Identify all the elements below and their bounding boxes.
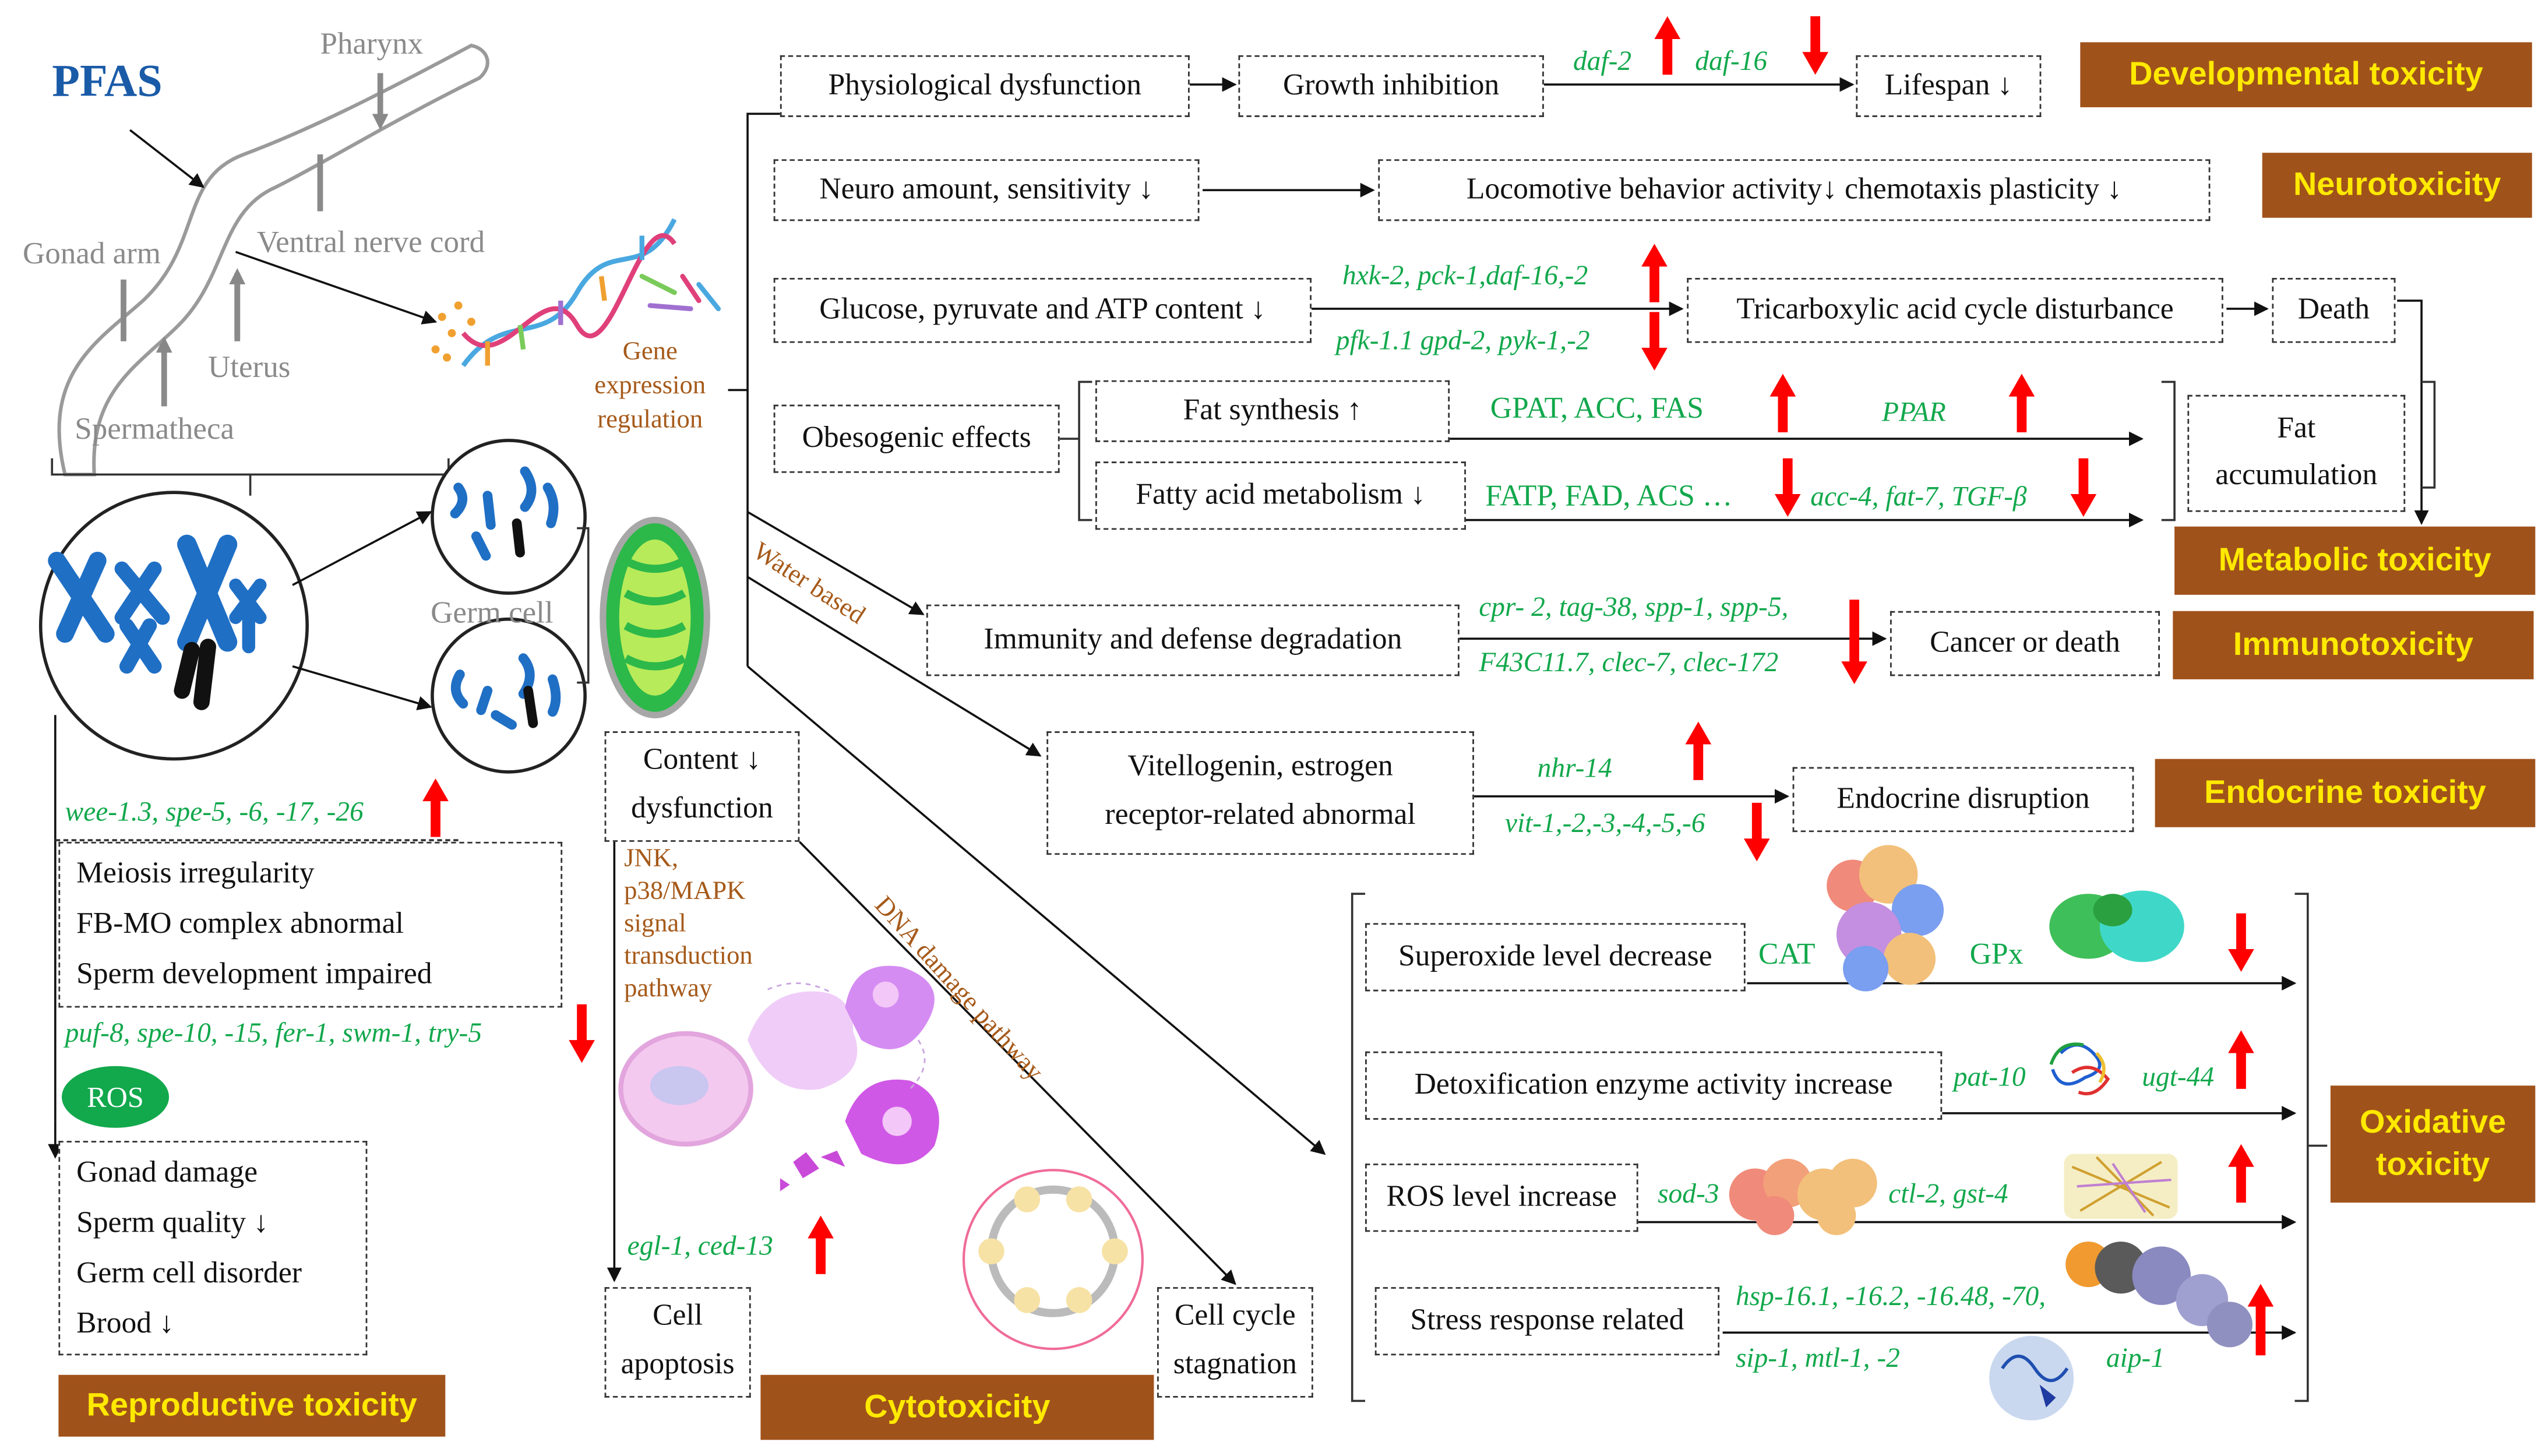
immunotoxicity-label: Immunotoxicity xyxy=(2173,611,2534,679)
glycolysis-genes-down: pfk-1.1 gpd-2, pyk-1,-2 xyxy=(1335,325,1590,356)
vit-genes: vit-1,-2,-3,-4,-5,-6 xyxy=(1504,808,1705,839)
pharynx-label: Pharynx xyxy=(320,27,424,62)
cat-protein xyxy=(1827,845,1944,992)
reproductive-outcomes-list: Gonad damage Sperm quality ↓ Germ cell d… xyxy=(58,1141,368,1356)
immunity-genes-1: cpr- 2, tag-38, spp-1, spp-5, xyxy=(1479,591,1789,623)
cat-enzyme: CAT xyxy=(1758,939,1816,972)
ctl2-gst4-genes: ctl-2, gst-4 xyxy=(1888,1178,2008,1210)
superoxide-box: Superoxide level decrease xyxy=(1365,923,1746,992)
fat-synthesis-box: Fat synthesis ↑ xyxy=(1095,380,1450,442)
cell-illustrations xyxy=(618,965,939,1191)
ppar-gene: PPAR xyxy=(1882,396,1946,428)
ros-badge: ROS xyxy=(61,1066,170,1128)
reproductive-toxicity-label: Reproductive toxicity xyxy=(58,1374,446,1437)
reproductive-genes-down: puf-8, spe-10, -15, fer-1, swm-1, try-5 xyxy=(65,1017,482,1049)
glycolysis-genes-up: hxk-2, pck-1,daf-16,-2 xyxy=(1342,260,1588,291)
dna-illustration xyxy=(461,218,677,368)
jnk-pathway-label: JNK, p38/MAPK signal transduction pathwa… xyxy=(624,845,753,1003)
cell-cycle-illustration xyxy=(962,1169,1144,1351)
sod3-protein xyxy=(1729,1158,1877,1235)
daf2-gene: daf-2 xyxy=(1573,45,1632,77)
gene-fragments xyxy=(639,273,721,312)
cell-apoptosis-box: Cell apoptosis xyxy=(604,1287,751,1398)
vitellogenin-box: Vitellogenin, estrogen receptor-related … xyxy=(1046,731,1474,855)
protein-illustrations xyxy=(1729,845,2253,1420)
metabolic-toxicity-label: Metabolic toxicity xyxy=(2174,526,2536,595)
germ-cell-label: Germ cell xyxy=(431,596,554,631)
gene-expression-label: Gene expression regulation xyxy=(594,338,706,433)
fat-accumulation-box: Fat accumulation xyxy=(2187,394,2406,512)
apoptosis-genes: egl-1, ced-13 xyxy=(627,1230,773,1261)
neuro-amount-box: Neuro amount, sensitivity ↓ xyxy=(773,159,1200,221)
dna-dots xyxy=(431,301,475,362)
glucose-content-box: Glucose, pyruvate and ATP content ↓ xyxy=(773,277,1312,343)
locomotive-behavior-box: Locomotive behavior activity↓ chemotaxis… xyxy=(1378,159,2211,221)
ugt44-gene: ugt-44 xyxy=(2142,1061,2215,1092)
nhr14-gene: nhr-14 xyxy=(1537,752,1612,784)
reproductive-genes-up: wee-1.3, spe-5, -6, -17, -26 xyxy=(65,796,364,827)
cell-cycle-box: Cell cycle stagnation xyxy=(1157,1287,1313,1398)
endocrine-toxicity-label: Endocrine toxicity xyxy=(2155,759,2536,827)
sod3-gene: sod-3 xyxy=(1658,1178,1719,1210)
obesogenic-effects-box: Obesogenic effects xyxy=(773,404,1060,473)
content-dysfunction-box: Content ↓ dysfunction xyxy=(604,731,800,842)
uterus-label: Uterus xyxy=(208,351,291,386)
cytotoxicity-label: Cytotoxicity xyxy=(760,1374,1154,1440)
tca-disturbance-box: Tricarboxylic acid cycle disturbance xyxy=(1687,277,2223,343)
oxidative-toxicity-label: Oxidative toxicity xyxy=(2330,1085,2536,1203)
worm-pointers xyxy=(121,73,389,407)
fatty-acid-genes: FATP, FAD, ACS … xyxy=(1485,481,1733,514)
daf16-gene: daf-16 xyxy=(1695,45,1768,77)
growth-inhibition-box: Growth inhibition xyxy=(1238,55,1544,117)
fatty-acid-genes-2: acc-4, fat-7, TGF-β xyxy=(1810,481,2027,512)
ros-level-box: ROS level increase xyxy=(1365,1164,1638,1232)
pat10-protein xyxy=(2049,1042,2110,1095)
cancer-death-box: Cancer or death xyxy=(1890,611,2160,676)
red-arrows xyxy=(422,16,2274,1356)
stress-response-box: Stress response related xyxy=(1374,1287,1720,1356)
gpx-enzyme: GPx xyxy=(1969,939,2024,972)
hsp-genes: hsp-16.1, -16.2, -16.48, -70, xyxy=(1735,1280,2046,1312)
physiological-dysfunction-box: Physiological dysfunction xyxy=(780,55,1190,117)
fat-synthesis-genes: GPAT, ACC, FAS xyxy=(1490,393,1704,426)
chromosomes xyxy=(48,534,267,710)
gpx-protein xyxy=(2049,890,2184,963)
aip1-gene: aip-1 xyxy=(2106,1342,2165,1373)
fatty-acid-metabolism-box: Fatty acid metabolism ↓ xyxy=(1095,461,1466,530)
gonad-arm-label: Gonad arm xyxy=(23,237,161,272)
detoxification-box: Detoxification enzyme activity increase xyxy=(1365,1051,1943,1120)
ventral-nerve-cord-label: Ventral nerve cord xyxy=(256,225,485,260)
worm-illustration xyxy=(57,43,489,477)
reproductive-effects-list: Meiosis irregularity FB-MO complex abnor… xyxy=(58,841,563,1008)
sip-mtl-genes: sip-1, mtl-1, -2 xyxy=(1735,1342,1900,1373)
gst4-protein xyxy=(2064,1154,2178,1219)
developmental-toxicity-label: Developmental toxicity xyxy=(2080,42,2532,108)
neurotoxicity-label: Neurotoxicity xyxy=(2262,153,2532,218)
endocrine-disruption-box: Endocrine disruption xyxy=(1792,767,2134,833)
immunity-genes-2: F43C11.7, clec-7, clec-172 xyxy=(1479,647,1779,678)
spermatheca-label: Spermatheca xyxy=(75,413,235,447)
pat10-gene: pat-10 xyxy=(1953,1061,2026,1092)
aip-protein xyxy=(1989,1335,2074,1420)
mitochondrion-illustration xyxy=(600,516,710,718)
immunity-defense-box: Immunity and defense degradation xyxy=(926,604,1460,676)
hsp-protein xyxy=(2065,1242,2253,1348)
death-box: Death xyxy=(2272,277,2396,343)
pfas-title: PFAS xyxy=(52,57,163,108)
lifespan-box: Lifespan ↓ xyxy=(1856,55,2042,117)
